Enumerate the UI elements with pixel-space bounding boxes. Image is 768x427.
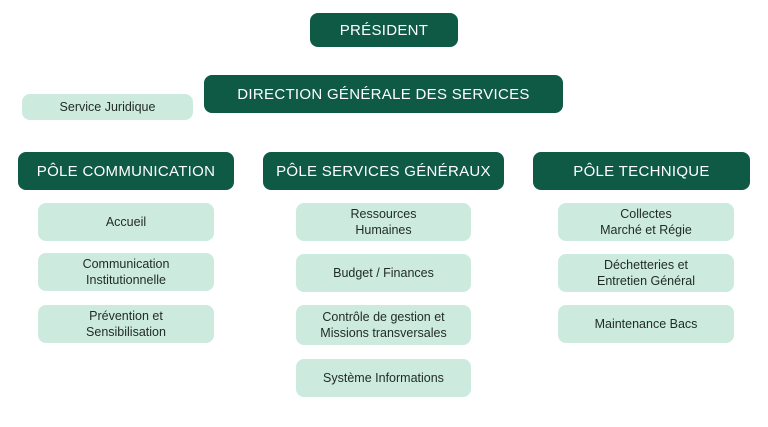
service-juridique-label: Service Juridique [59,100,156,114]
pole-item-budget-finances: Budget / Finances [296,254,471,292]
pole-item-prevention: Prévention et Sensibilisation [38,305,214,343]
president-box: PRÉSIDENT [310,13,458,47]
pole-item-dechetteries: Déchetteries et Entretien Général [558,254,734,292]
pole-communication-header: PÔLE COMMUNICATION [18,152,234,190]
pole-item-label: Déchetteries et Entretien Général [597,258,695,288]
service-juridique-box: Service Juridique [22,94,193,120]
pole-item-label: Accueil [105,215,147,229]
pole-item-label: Communication Institutionnelle [82,257,170,287]
president-label: PRÉSIDENT [339,21,429,39]
pole-item-maintenance-bacs: Maintenance Bacs [558,305,734,343]
direction-generale-label: DIRECTION GÉNÉRALE DES SERVICES [237,85,530,103]
pole-item-controle-gestion: Contrôle de gestion et Missions transver… [296,305,471,345]
pole-item-label: Maintenance Bacs [594,317,698,331]
pole-item-label: Contrôle de gestion et Missions transver… [320,310,447,340]
pole-item-ressources-humaines: Ressources Humaines [296,203,471,241]
pole-technique-header: PÔLE TECHNIQUE [533,152,750,190]
pole-item-systeme-informations: Système Informations [296,359,471,397]
pole-item-label: Budget / Finances [333,266,434,280]
direction-generale-box: DIRECTION GÉNÉRALE DES SERVICES [204,75,563,113]
pole-title: PÔLE SERVICES GÉNÉRAUX [276,162,491,180]
pole-title: PÔLE TECHNIQUE [573,162,710,180]
pole-item-label: Collectes Marché et Régie [600,207,692,237]
pole-item-accueil: Accueil [38,203,214,241]
pole-services-generaux-header: PÔLE SERVICES GÉNÉRAUX [263,152,504,190]
pole-title: PÔLE COMMUNICATION [36,162,216,180]
pole-item-label: Ressources Humaines [350,207,417,237]
pole-item-collectes: Collectes Marché et Régie [558,203,734,241]
pole-item-label: Prévention et Sensibilisation [86,309,166,339]
pole-item-label: Système Informations [323,371,444,385]
pole-item-communication-institutionnelle: Communication Institutionnelle [38,253,214,291]
